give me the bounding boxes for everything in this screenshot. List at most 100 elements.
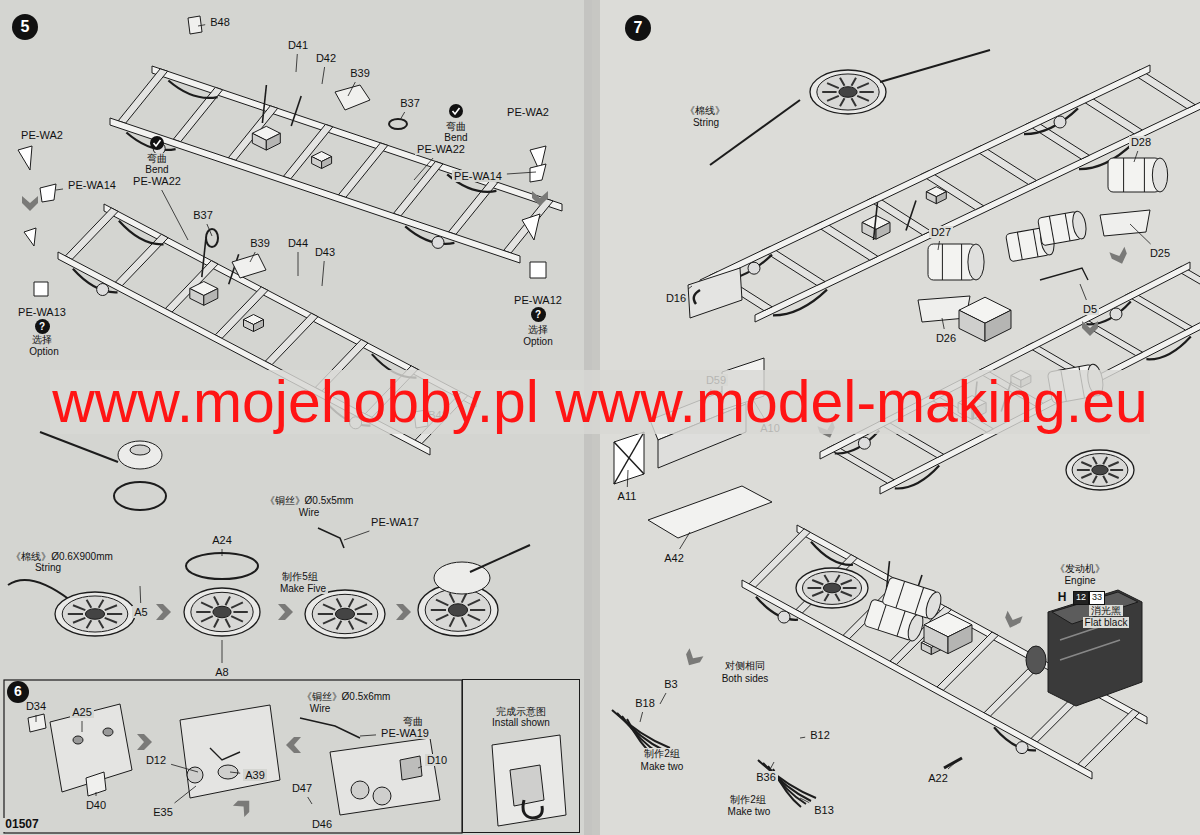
wheel-spoke	[450, 617, 455, 626]
leader-line	[1130, 224, 1151, 244]
spare-wheel	[55, 592, 135, 636]
step-arrow	[1002, 611, 1022, 631]
part-label: A25	[70, 706, 94, 718]
arrow-head	[278, 604, 293, 620]
cross-member	[394, 161, 443, 216]
spare-wheel	[184, 588, 260, 636]
spare-wheel	[796, 568, 868, 608]
transfer-case	[244, 320, 254, 332]
gear-lever	[291, 96, 301, 126]
part-label: B13	[812, 804, 836, 816]
chassis-rail	[797, 525, 1147, 724]
step-arrow	[278, 604, 293, 620]
part-label: D25	[1148, 247, 1172, 259]
part-label: B12	[808, 729, 832, 741]
gear-lever	[874, 202, 878, 240]
part-a39	[218, 765, 238, 779]
step-arrow	[1082, 321, 1098, 336]
part-label: E35	[151, 806, 175, 818]
wheel-spoke	[827, 83, 839, 88]
instruction-note: 制作2组	[728, 794, 768, 805]
wheel-spoke	[857, 96, 869, 101]
wheel-spoke	[337, 621, 342, 630]
cross-member	[338, 143, 387, 198]
engine-pulley	[1026, 646, 1046, 674]
wheel-spoke	[835, 594, 839, 601]
tank	[882, 577, 944, 621]
part-label: A8	[213, 666, 230, 678]
transfer-case	[926, 192, 936, 204]
wheel-spoke	[226, 597, 231, 606]
leader-line	[771, 762, 774, 768]
leader-line	[96, 792, 97, 796]
photo-etch-part	[530, 164, 546, 182]
arrow-head	[1109, 247, 1129, 267]
paint-code: H	[1056, 591, 1069, 604]
leader-line	[82, 721, 83, 732]
wheel-spoke	[349, 621, 354, 630]
chassis-rail	[152, 66, 562, 211]
gearbox	[876, 222, 890, 239]
leader-line	[800, 737, 805, 739]
part-a22	[944, 758, 962, 768]
wheel-spoke	[431, 609, 446, 611]
node-text: 7	[634, 19, 643, 37]
leader-line	[322, 67, 325, 84]
leader-line	[56, 189, 63, 190]
spare-wheel	[425, 589, 491, 632]
wheel-spoke	[1093, 457, 1097, 464]
spare-wheel	[817, 74, 879, 110]
leader-line	[140, 586, 142, 603]
leader-line	[414, 158, 433, 180]
leaf-spring	[168, 81, 217, 98]
part-b37	[389, 119, 407, 129]
node-text: 33	[1092, 593, 1102, 603]
part-label: A42	[662, 552, 686, 564]
wheel-spoke	[1103, 476, 1107, 483]
instruction-note: 制作2组	[642, 748, 682, 759]
instruction-note: 制作5组	[280, 571, 320, 582]
wheel-spoke	[840, 98, 845, 106]
cross-member	[118, 69, 167, 123]
leader-line	[36, 715, 37, 722]
wheel-hub	[448, 604, 467, 616]
arrow-head	[286, 737, 301, 753]
part-label: PE-WA2	[505, 106, 551, 118]
wheel-spoke	[99, 600, 104, 608]
instruction-note: Wire	[308, 703, 333, 714]
photo-etch-part	[530, 262, 546, 278]
wheel-spoke	[105, 605, 117, 610]
paint-code-box: 33	[1089, 591, 1105, 605]
watermark: www.mojehobby.pl www.model-making.eu	[50, 370, 1149, 435]
step-arrow	[532, 191, 548, 206]
leader-line	[207, 224, 212, 236]
part-label: D26	[934, 332, 958, 344]
wheel-spoke	[1103, 457, 1107, 464]
wheel-spoke	[835, 575, 839, 582]
step-arrow	[286, 737, 301, 753]
install-shown-box: 完成示意图Install shown	[462, 679, 580, 833]
wheel-spoke	[107, 613, 122, 615]
leader-line	[640, 712, 643, 722]
wheel-spoke	[231, 616, 243, 621]
wheel-spoke	[808, 587, 822, 589]
wheel-spoke	[68, 613, 83, 615]
part-label: A11	[616, 490, 639, 502]
wheel-spoke	[87, 620, 92, 628]
part-label: D10	[425, 754, 449, 766]
arrow-head	[233, 795, 255, 817]
wheel-spoke	[1081, 462, 1091, 467]
leader-line	[198, 25, 205, 26]
step-arrow	[22, 196, 38, 211]
arrow-head	[682, 648, 703, 669]
leader-line	[418, 766, 422, 768]
wheel-spoke	[859, 91, 873, 93]
part-label: D5	[1081, 303, 1099, 315]
wheel-hub	[213, 606, 231, 618]
gear-lever	[906, 201, 916, 231]
part-label: PE-WA12	[512, 294, 564, 306]
node-text: Install shown	[492, 717, 550, 728]
leader-line	[348, 82, 355, 96]
tank-strap	[942, 244, 943, 280]
node-text: 6	[14, 684, 22, 699]
